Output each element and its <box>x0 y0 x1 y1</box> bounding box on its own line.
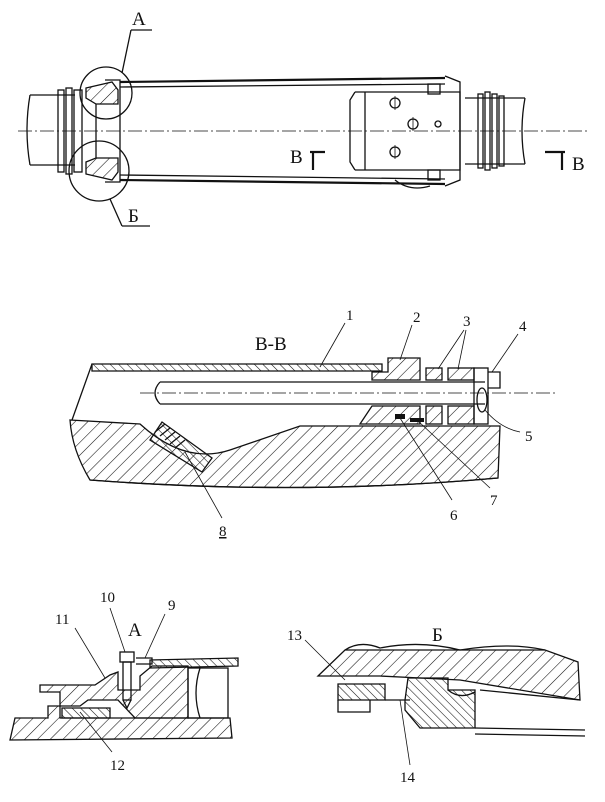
part-number-label: 11 <box>55 612 69 628</box>
part-number-label: 2 <box>413 310 421 326</box>
part-number-label: 9 <box>168 598 176 614</box>
callout-b-label: Б <box>128 206 139 227</box>
part-number-label: 4 <box>519 319 527 335</box>
pin-icons <box>389 96 442 159</box>
detail-a-title: А <box>128 620 142 641</box>
callout-a-label: А <box>132 9 146 30</box>
section-leaders: 1 2 3 4 5 6 7 8 <box>184 308 533 540</box>
part-number-label: В <box>290 147 303 168</box>
part-number-label: 8 <box>219 524 227 540</box>
section-mark-right: В <box>545 150 585 175</box>
part-number-label: 5 <box>525 429 533 445</box>
detail-a: А 10 9 11 12 <box>9 590 239 774</box>
section-view: В-В 1 <box>69 308 555 540</box>
left-coupling <box>85 81 119 181</box>
top-view: А Б В В <box>18 9 590 227</box>
part-number-label: 1 <box>346 308 354 324</box>
detail-b: Б 13 14 <box>287 625 586 786</box>
part-number-label: 7 <box>490 493 498 509</box>
part-number-label: 6 <box>450 508 458 524</box>
callout-circle-a <box>79 66 133 120</box>
part-number-label: 12 <box>110 758 125 774</box>
bolt-8 <box>149 421 213 473</box>
section-mark-left: В <box>290 147 325 170</box>
callout-circle-b <box>68 140 130 202</box>
part-number-label: 10 <box>100 590 115 606</box>
part-number-label: 3 <box>463 314 471 330</box>
part-number-label: 14 <box>400 770 416 786</box>
part-number-label: 13 <box>287 628 302 644</box>
casing-tube <box>105 75 461 189</box>
part-number-label: В <box>572 154 585 175</box>
detail-b-title: Б <box>432 625 443 646</box>
section-title: В-В <box>255 334 287 355</box>
